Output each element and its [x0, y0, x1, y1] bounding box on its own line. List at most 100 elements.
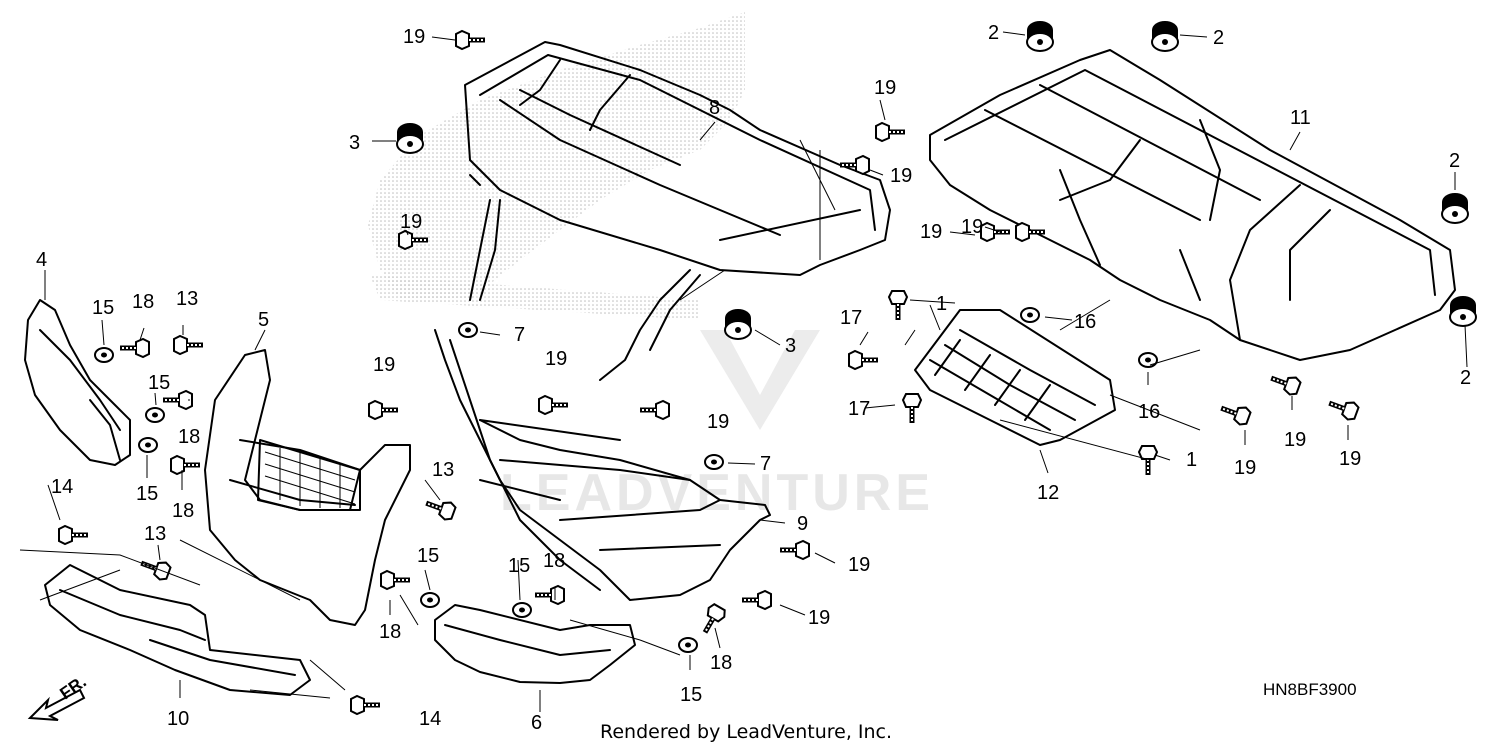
callout-13: 13: [176, 288, 198, 310]
lower-left-cover: [44, 564, 311, 696]
center-panel-grille: [257, 439, 361, 511]
callout-16: 16: [1138, 401, 1160, 423]
callout-12: 12: [1037, 482, 1059, 504]
callout-15: 15: [148, 372, 170, 394]
collar-16: [1020, 307, 1040, 323]
bolt-19: [1016, 223, 1045, 241]
callout-16: 16: [1074, 311, 1096, 333]
callout-13: 13: [144, 523, 166, 545]
callout-1: 1: [1186, 449, 1197, 471]
leadventure-watermark: LEADVENTURE: [500, 330, 934, 522]
callout-19: 19: [1339, 448, 1361, 470]
rubber-cap-2: [1441, 192, 1469, 224]
callout-7: 7: [514, 324, 525, 346]
callout-14: 14: [419, 708, 441, 730]
callout-15: 15: [92, 297, 114, 319]
callout-18: 18: [132, 291, 154, 313]
callout-18: 18: [379, 621, 401, 643]
grommet-7: [458, 322, 478, 338]
callout-15: 15: [136, 483, 158, 505]
nut-15: [94, 347, 114, 363]
callout-19: 19: [848, 554, 870, 576]
callout-15: 15: [680, 684, 702, 706]
callout-19: 19: [890, 165, 912, 187]
callout-7: 7: [760, 453, 771, 475]
callout-18: 18: [543, 550, 565, 572]
rear-carrier-frame: [464, 41, 891, 381]
bolt-19: [780, 541, 809, 559]
bolt-19: [456, 31, 485, 49]
bolt-19: [1326, 395, 1359, 422]
callout-19: 19: [961, 216, 983, 238]
bolt-19: [539, 396, 568, 414]
callout-17: 17: [848, 398, 870, 420]
screw-13: [174, 336, 203, 354]
callout-2: 2: [1460, 367, 1471, 389]
leader-lines: [19, 31, 1468, 712]
bolt-18: [171, 456, 200, 474]
bolt-19: [742, 591, 771, 609]
bolt-19: [981, 223, 1010, 241]
callout-labels: 2 2 2 2 19 19 19 19 19 19 19 19 19 19 19…: [36, 22, 1471, 734]
bolt-14: [59, 526, 88, 544]
render-credit: Rendered by LeadVenture, Inc.: [600, 721, 892, 743]
bolt-19: [369, 401, 398, 419]
callout-3: 3: [349, 132, 360, 154]
front-center-panel: [204, 349, 411, 626]
callout-19: 19: [874, 77, 896, 99]
rubber-cap-2: [1449, 295, 1477, 327]
nut-15: [512, 602, 532, 618]
callout-19: 19: [403, 26, 425, 48]
bolt-17: [903, 394, 921, 423]
callout-19: 19: [1234, 457, 1256, 479]
callout-17: 17: [840, 307, 862, 329]
callout-10: 10: [167, 708, 189, 730]
bolt-17: [849, 351, 878, 369]
front-direction-arrow: FR.: [27, 672, 90, 721]
bolt-18: [697, 603, 727, 637]
callout-15: 15: [417, 545, 439, 567]
callout-19: 19: [373, 354, 395, 376]
callout-18: 18: [172, 500, 194, 522]
callout-19: 19: [920, 221, 942, 243]
bolt-19: [1218, 400, 1251, 427]
callout-19: 19: [707, 411, 729, 433]
bolt-19: [640, 401, 669, 419]
callout-2: 2: [988, 22, 999, 44]
right-lower-cover: [434, 604, 636, 684]
callout-18: 18: [710, 652, 732, 674]
center-frame: [434, 329, 771, 601]
rubber-cap-2: [1151, 20, 1179, 52]
bolt-18: [535, 586, 564, 604]
rubber-cap-3: [396, 122, 424, 154]
callout-19: 19: [400, 211, 422, 233]
callout-14: 14: [51, 476, 73, 498]
callout-19: 19: [545, 348, 567, 370]
rubber-cap-3: [724, 308, 752, 340]
nut-15: [420, 592, 440, 608]
bolt-19: [876, 123, 905, 141]
callout-19: 19: [808, 607, 830, 629]
svg-text:LEADVENTURE: LEADVENTURE: [500, 464, 934, 522]
left-side-cover: [24, 299, 131, 466]
callout-9: 9: [797, 513, 808, 535]
callout-15: 15: [508, 555, 530, 577]
nut-15: [678, 637, 698, 653]
callout-2: 2: [1449, 150, 1460, 172]
rubber-cap-2: [1026, 20, 1054, 52]
grommet-7: [704, 454, 724, 470]
bolt-18: [120, 339, 149, 357]
bolt-18: [381, 571, 410, 589]
callout-4: 4: [36, 249, 47, 271]
callout-3: 3: [785, 335, 796, 357]
callout-18: 18: [178, 426, 200, 448]
callout-1: 1: [936, 293, 947, 315]
bolt-14: [351, 696, 380, 714]
nut-15: [145, 407, 165, 423]
callout-2: 2: [1213, 27, 1224, 49]
callout-19: 19: [1284, 429, 1306, 451]
callout-8: 8: [709, 97, 720, 119]
collar-16: [1138, 352, 1158, 368]
callout-6: 6: [531, 712, 542, 734]
